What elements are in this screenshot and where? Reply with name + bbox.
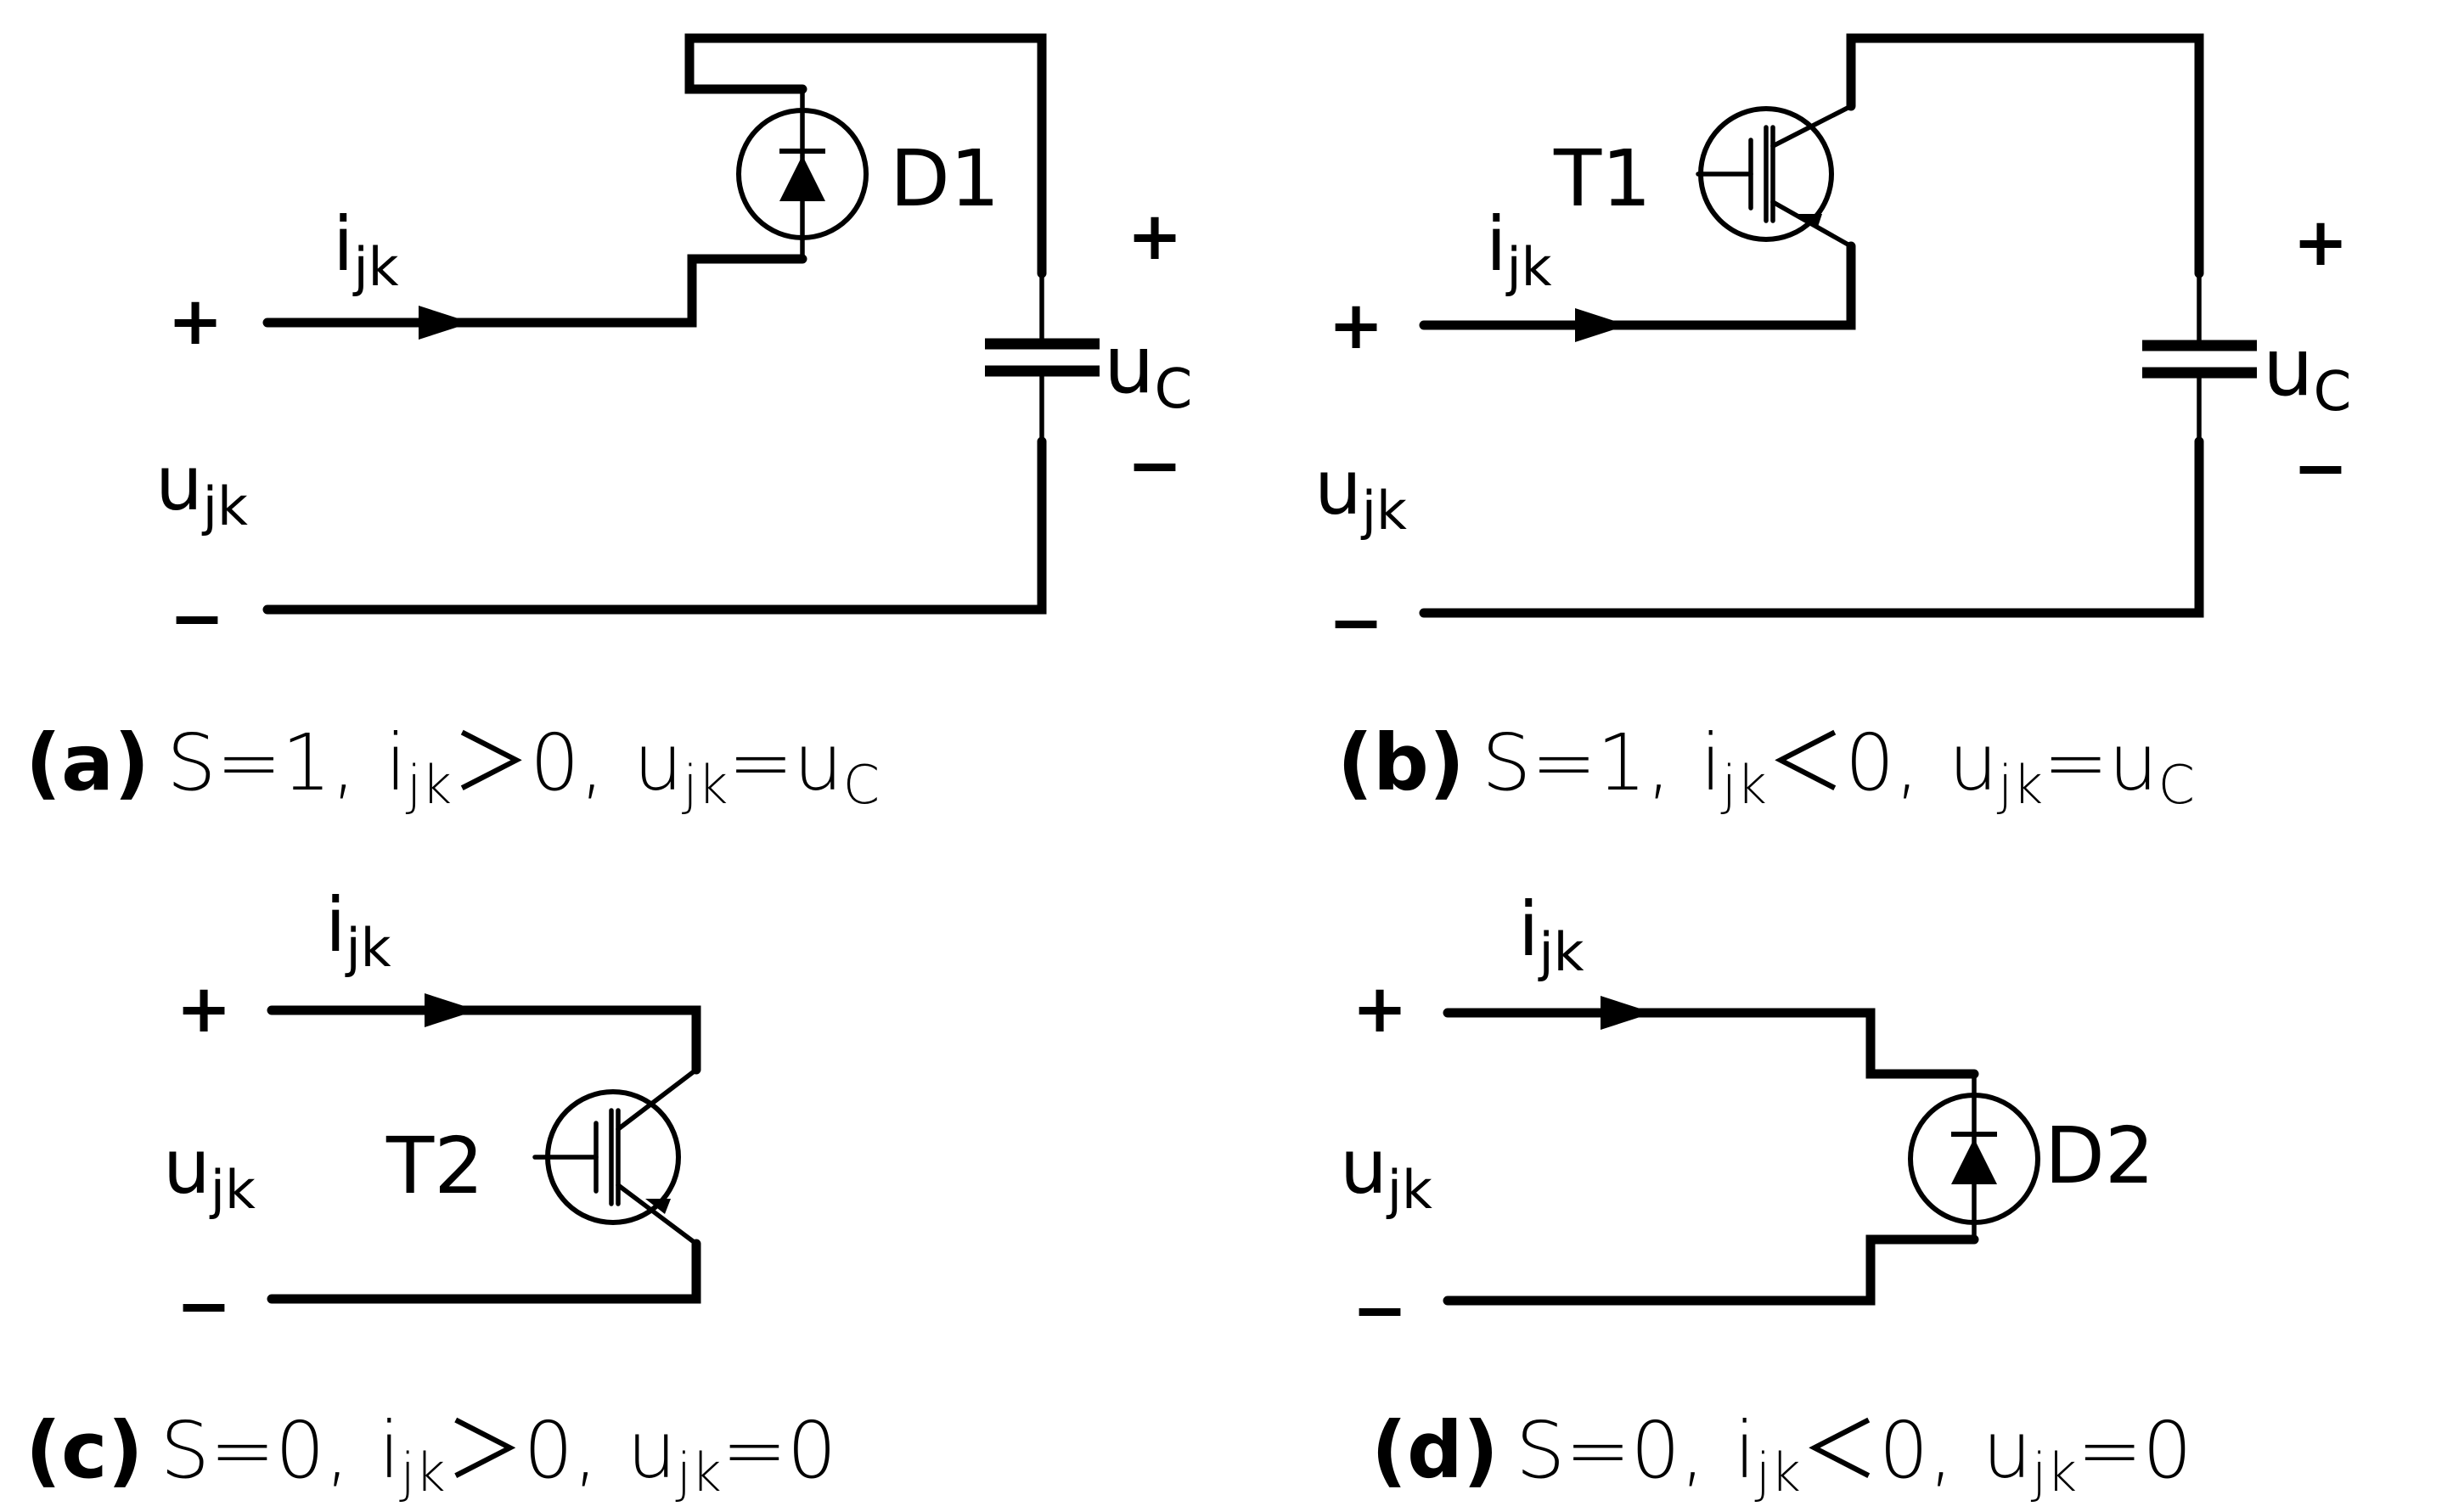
current-label: ijk: [325, 881, 391, 979]
cap-voltage-label: uC: [1104, 319, 1192, 421]
panel-a: + − ujk ijk D1 + − uC (a)S=1,ijk＞0,ujk=u…: [25, 33, 1192, 816]
igbt-t1: [1696, 104, 1854, 249]
current-arrow: [1575, 308, 1628, 342]
bottom-wire: [1419, 436, 2204, 618]
cap-minus-sign: −: [1127, 428, 1182, 504]
cap-plus-sign: +: [1127, 199, 1182, 275]
terminal-plus-sign: +: [1352, 971, 1407, 1048]
terminal-voltage-label: ujk: [1340, 1123, 1432, 1221]
cap-minus-sign: −: [2293, 430, 2348, 507]
caption-d: (d)S=0,ijk＜0,ujk=0: [1371, 1405, 2192, 1504]
top-wire: [1443, 1008, 1979, 1079]
panel-c: + − ujk ijk T2 (c)S=0,ijk＞0,ujk=0: [25, 881, 836, 1504]
terminal-minus-sign: −: [169, 581, 224, 657]
diode-label: D2: [2045, 1110, 2154, 1201]
panel-b: + − ujk ijk T1 + − uC (b)S=1,ijk＜0,ujk=u: [1314, 33, 2351, 816]
terminal-plus-sign: +: [167, 284, 222, 360]
capacitor: [2142, 271, 2257, 444]
bottom-wire: [262, 436, 1047, 615]
capacitor: [985, 271, 1100, 444]
terminal-voltage-label: ujk: [1314, 444, 1407, 542]
top-wire: [1419, 241, 1856, 330]
cap-plus-sign: +: [2293, 205, 2348, 281]
current-label: ijk: [333, 200, 399, 298]
terminal-minus-sign: −: [1328, 585, 1383, 661]
terminal-voltage-label: ujk: [155, 440, 248, 537]
bottom-wire: [1443, 1234, 1979, 1306]
caption-a: (a)S=1,ijk＞0,ujk=uC: [25, 717, 880, 816]
current-label: ijk: [1486, 200, 1552, 298]
igbt-label: T1: [1553, 133, 1651, 224]
bottom-wire: [267, 1239, 701, 1304]
caption-b: (b)S=1,ijk＜0,ujk=uC: [1337, 717, 2195, 816]
current-arrow: [419, 306, 471, 340]
diode-top-wire: [684, 33, 807, 94]
right-wire-top: [1846, 33, 2204, 278]
diode-d2: [1908, 1071, 2040, 1242]
terminal-minus-sign: −: [176, 1268, 231, 1345]
panel-d: + − ujk ijk D2 (d)S=0,ijk＜0,ujk=0: [1340, 885, 2192, 1504]
current-arrow: [1601, 996, 1653, 1030]
diode-d1: [736, 87, 869, 261]
diode-label: D1: [890, 133, 999, 224]
right-wire-top: [684, 33, 1047, 278]
igbt-t2: [532, 1067, 699, 1246]
terminal-plus-sign: +: [176, 971, 231, 1048]
caption-c: (c)S=0,ijk＞0,ujk=0: [25, 1405, 836, 1504]
current-label: ijk: [1518, 885, 1584, 983]
top-wire: [262, 254, 807, 328]
current-arrow: [425, 993, 477, 1027]
top-wire: [267, 1005, 701, 1075]
igbt-label: T2: [385, 1121, 484, 1211]
terminal-minus-sign: −: [1352, 1273, 1407, 1349]
cap-voltage-label: uC: [2263, 322, 2351, 424]
terminal-voltage-label: ujk: [163, 1123, 256, 1221]
terminal-plus-sign: +: [1328, 288, 1383, 364]
